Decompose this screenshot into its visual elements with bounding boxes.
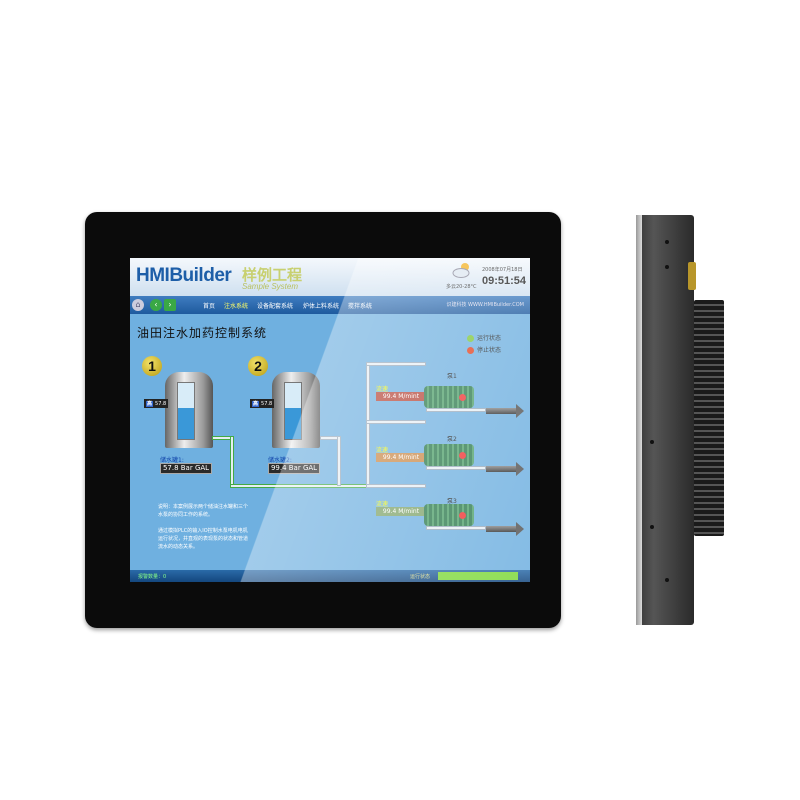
hmi-screen: HMIBuilder 样例工程 Sample System 多云20-28°C …	[130, 258, 530, 582]
heatsink	[694, 300, 724, 536]
description: 说明：本案例展示两个储油注水罐和三个水泵的协同工作的系统。 通过模拟PLC的输入…	[158, 503, 248, 551]
pipe	[337, 436, 341, 486]
date: 2008年07月18日	[482, 267, 523, 273]
outflow-arrow-icon	[486, 404, 524, 418]
tag-value: 57.8	[261, 401, 273, 407]
pump-2[interactable]	[424, 444, 474, 466]
tag-label: 高	[252, 401, 260, 407]
pump-1[interactable]	[424, 386, 474, 408]
pump-2-flow: 99.4 M/mint	[376, 453, 426, 462]
tank-2-level	[284, 382, 302, 440]
pipe	[426, 466, 486, 470]
pump-2-flow-label: 流速	[376, 447, 389, 454]
pipe	[366, 484, 426, 488]
tank-2-value: 99.4 Bar GAL	[268, 463, 320, 474]
nav-item-equipment[interactable]: 设备配套系统	[257, 303, 294, 310]
screw-icon	[650, 440, 654, 444]
monitor-side-view	[636, 215, 694, 625]
cloudy-sun-icon	[452, 263, 470, 278]
tag-label: 高	[146, 401, 154, 407]
pump-3-flow: 99.4 M/mint	[376, 507, 426, 516]
pump-3-label: 泵3	[447, 498, 457, 505]
clock: 09:51:54	[482, 275, 527, 287]
description-line: 通过模拟PLC的输入IO控制水泵电机电机运行状况，并直观的表现泵的状态和管道流水…	[158, 528, 249, 550]
chevron-right-icon[interactable]: ›	[164, 299, 176, 311]
antenna-connector	[688, 262, 696, 290]
pump-1-flow: 99.4 M/mint	[376, 392, 426, 401]
legend-stopped: 停止状态	[467, 345, 501, 354]
logo-cn: 样例工程	[242, 266, 303, 284]
pipe	[426, 526, 486, 530]
description-line: 说明：本案例展示两个储油注水罐和三个水泵的协同工作的系统。	[158, 504, 249, 518]
legend-label: 运行状态	[477, 335, 502, 342]
chevron-left-icon[interactable]: ‹	[150, 299, 162, 311]
nav-item-furnace[interactable]: 炉体上料系统	[303, 303, 340, 310]
tank-1[interactable]	[165, 372, 213, 448]
tank-2-label: 储水罐2:	[268, 457, 292, 464]
run-status-bar	[438, 572, 518, 580]
outflow-arrow-icon	[486, 522, 524, 536]
run-status-label: 运行状态	[410, 574, 431, 580]
screw-icon	[650, 525, 654, 529]
pipe	[366, 362, 426, 366]
outflow-arrow-icon	[486, 462, 524, 476]
legend-running: 运行状态	[467, 333, 501, 342]
pump-1-label: 泵1	[447, 373, 457, 380]
alarm-count: 报警数量：0	[138, 574, 167, 580]
screw-icon	[665, 265, 669, 269]
tank-2-badge: 2	[248, 356, 268, 376]
nav-item-water[interactable]: 注水系统	[224, 303, 249, 310]
logo: HMIBuilder	[136, 265, 232, 286]
pipe	[426, 408, 486, 412]
tank-1-badge: 1	[142, 356, 162, 376]
nav-item-mixing[interactable]: 搅拌系统	[348, 303, 373, 310]
screw-icon	[665, 240, 669, 244]
nav-item-home[interactable]: 首页	[203, 303, 216, 310]
legend-label: 停止状态	[477, 347, 502, 354]
screw-icon	[665, 578, 669, 582]
pump-1-flow-label: 流速	[376, 386, 389, 393]
home-icon[interactable]: ⌂	[132, 299, 144, 311]
weather-text: 多云20-28°C	[446, 284, 477, 290]
pump-2-status-icon	[459, 452, 466, 459]
tank-2[interactable]	[272, 372, 320, 448]
status-bar: 报警数量：0 运行状态	[130, 570, 530, 582]
tag-value: 57.8	[155, 401, 167, 407]
pipe	[230, 436, 234, 486]
pipe	[366, 420, 426, 424]
pump-3[interactable]	[424, 504, 474, 526]
monitor-side-rim	[636, 215, 642, 625]
tank-1-label: 储水罐1:	[160, 457, 184, 464]
pump-3-flow-label: 流速	[376, 501, 389, 508]
page-title: 油田注水加药控制系统	[137, 326, 268, 340]
company-url: 识建科技 WWW.HMIBuilder.COM	[446, 302, 524, 308]
nav-bar: ⌂ ‹ › 首页 注水系统 设备配套系统 炉体上料系统 搅拌系统 识建科技 WW…	[130, 296, 530, 314]
red-dot-icon	[467, 347, 474, 354]
pump-1-status-icon	[459, 394, 466, 401]
tank-1-value: 57.8 Bar GAL	[160, 463, 212, 474]
tank-1-level	[177, 382, 195, 440]
pump-2-label: 泵2	[447, 436, 457, 443]
logo-en: Sample System	[242, 282, 299, 291]
header: HMIBuilder 样例工程 Sample System 多云20-28°C …	[130, 258, 530, 296]
pump-3-status-icon	[459, 512, 466, 519]
pipe	[366, 362, 370, 488]
green-dot-icon	[467, 335, 474, 342]
pipe	[230, 484, 370, 488]
